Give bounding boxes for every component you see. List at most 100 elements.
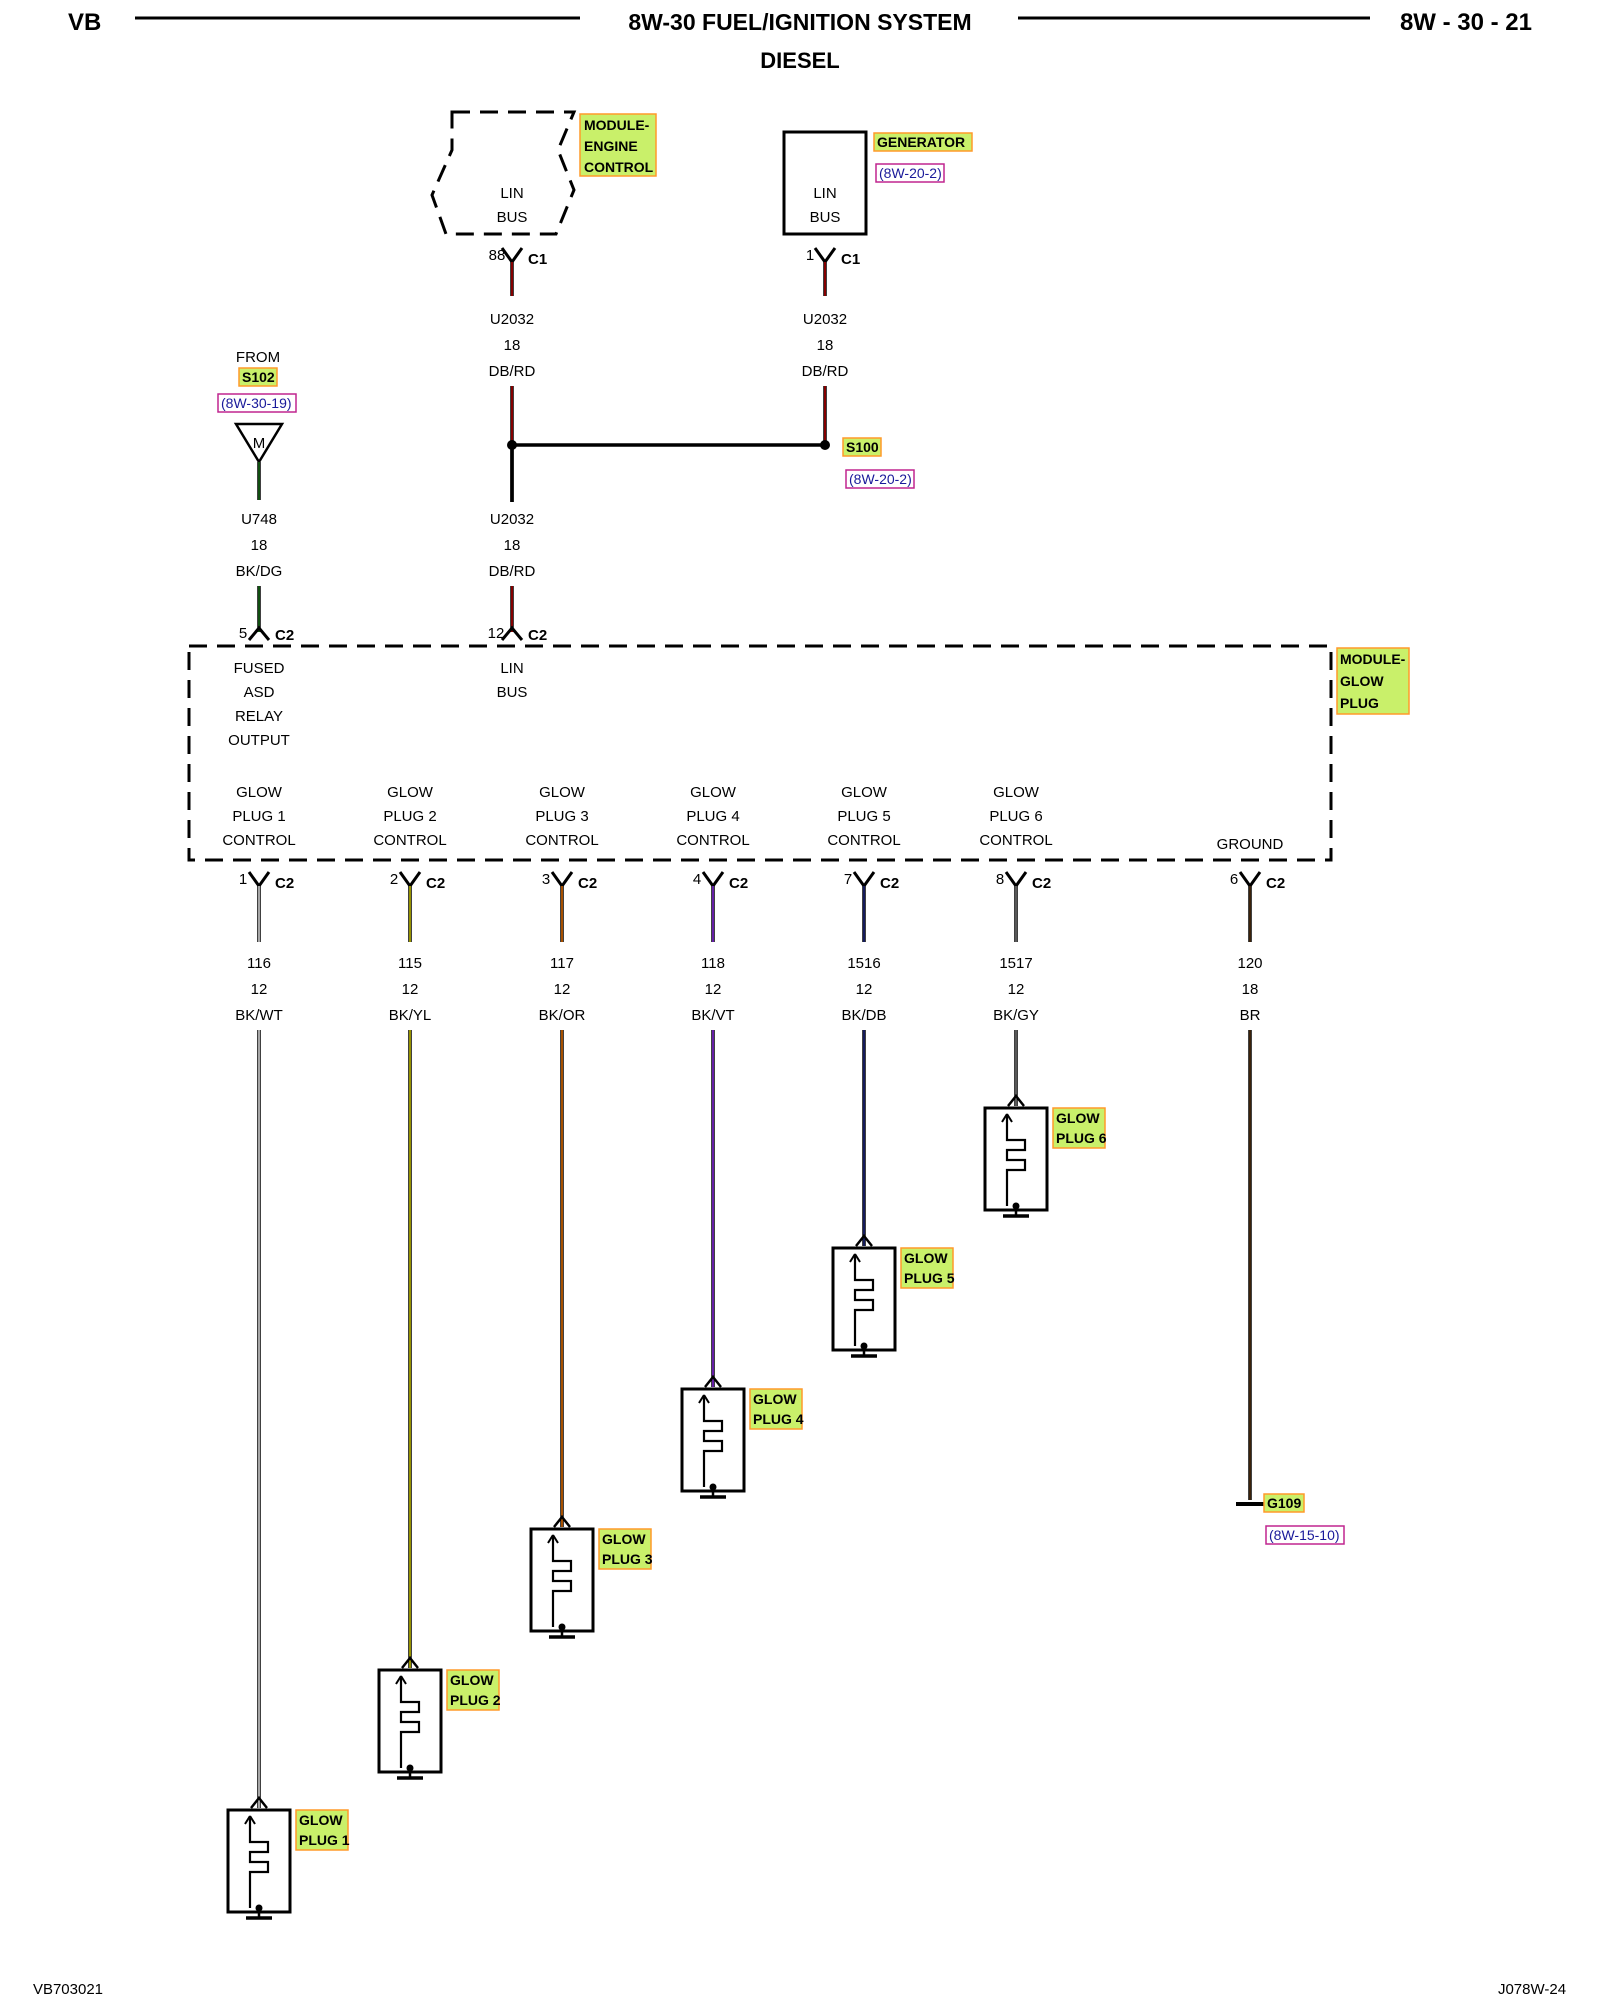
output-conn-1: C2 — [275, 875, 294, 892]
plug-name-2-3: PLUG 3 — [602, 1551, 653, 1567]
asd-wire-gauge: 18 — [251, 537, 268, 554]
output-wire-gauge-1: 12 — [251, 981, 268, 998]
g109-ref[interactable]: (8W-15-10) — [1269, 1527, 1340, 1543]
output-pin-4: 4 — [693, 871, 701, 888]
splice-s100[interactable]: S100 (8W-20-2) — [507, 437, 915, 489]
plug-label-box-5 — [900, 1247, 954, 1289]
output-label-3-3: CONTROL — [525, 832, 598, 849]
engine-control-module[interactable]: MODULE- ENGINE CONTROL LIN BUS — [430, 110, 657, 236]
ecm-name-3: CONTROL — [584, 159, 654, 175]
output-connector-5[interactable] — [852, 871, 876, 889]
plug-name-1-4: GLOW — [753, 1391, 797, 1407]
generator-connector-id: C1 — [841, 251, 860, 268]
plug-label-box-2 — [446, 1669, 500, 1711]
plug-label-box-1 — [295, 1809, 349, 1851]
output-wire-color-3: BK/OR — [539, 1007, 586, 1024]
asd-wire-color: BK/DG — [236, 563, 283, 580]
glow-module-name-3: PLUG — [1340, 695, 1379, 711]
output-connector-2[interactable] — [398, 871, 422, 889]
ecm-connector-id: C1 — [528, 251, 547, 268]
generator-ref[interactable]: (8W-20-2) — [879, 165, 942, 181]
heater-element-5 — [853, 1254, 875, 1346]
output-wire-circuit-3: 117 — [550, 955, 574, 972]
g109-label-box — [1263, 1493, 1305, 1513]
asd-wire[interactable]: U748 18 BK/DG — [236, 462, 283, 632]
output-connector-6[interactable] — [1004, 871, 1028, 889]
output-pin-6: 8 — [996, 871, 1004, 888]
generator-connector[interactable]: 1 C1 — [806, 247, 860, 268]
plug-connector-2[interactable] — [401, 1655, 419, 1669]
ecm-wire-color: DB/RD — [489, 363, 536, 380]
terminal-arrow-5 — [849, 1253, 861, 1263]
output-label-1-3: CONTROL — [222, 832, 295, 849]
plug-connector-1[interactable] — [250, 1795, 268, 1809]
ground-wire[interactable]: 120 18 BR — [1237, 886, 1263, 1500]
bus-wire-circuit: U2032 — [490, 511, 534, 528]
ecm-name-1: MODULE- — [584, 117, 650, 133]
output-label-2-3: CONTROL — [373, 832, 446, 849]
page-title: 8W-30 FUEL/IGNITION SYSTEM — [628, 9, 971, 35]
output-label-4-3: CONTROL — [676, 832, 749, 849]
generator-lin-wire[interactable]: U2032 18 DB/RD — [802, 262, 849, 445]
glow-plug-module[interactable]: MODULE- GLOW PLUG FUSED ASD RELAY OUTPUT… — [187, 644, 1410, 862]
glow-module-asd-connector[interactable]: 5 C2 — [239, 625, 294, 644]
generator-ref-box — [875, 163, 945, 183]
plug-label-box-3 — [598, 1528, 652, 1570]
s102-ref-box — [217, 393, 297, 413]
plug-name-1-6: GLOW — [1056, 1110, 1100, 1126]
ecm-connector[interactable]: 88 C1 — [489, 247, 548, 268]
output-wire-gauge-4: 12 — [705, 981, 722, 998]
output-wire-circuit-6: 1517 — [999, 955, 1032, 972]
output-label-6-1: GLOW — [993, 784, 1040, 801]
plug-name-2-6: PLUG 6 — [1056, 1130, 1107, 1146]
output-label-2-2: PLUG 2 — [383, 808, 436, 825]
output-label-5-2: PLUG 5 — [837, 808, 890, 825]
plug-connector-5[interactable] — [855, 1233, 873, 1247]
ground-connector[interactable]: 6 C2 — [1230, 871, 1285, 892]
generator[interactable]: LIN BUS GENERATOR (8W-20-2) — [782, 130, 973, 236]
ecm-label-box — [579, 113, 657, 177]
output-label-3-2: PLUG 3 — [535, 808, 588, 825]
glow-plug-5[interactable] — [831, 1246, 897, 1352]
generator-wire-color: DB/RD — [802, 363, 849, 380]
from-s102[interactable]: FROM S102 (8W-30-19) M — [217, 349, 297, 465]
lin-label-1: LIN — [500, 660, 523, 677]
plug-label-box-6 — [1052, 1107, 1106, 1149]
generator-label-box — [873, 132, 973, 152]
ecm-pin-label-2: BUS — [497, 209, 528, 226]
plug-connector-4[interactable] — [704, 1374, 722, 1388]
s100-label-box — [842, 437, 882, 457]
plug-name-1-2: GLOW — [450, 1672, 494, 1688]
terminal-arrow-3 — [547, 1534, 559, 1544]
glow-module-lin-connector[interactable]: 12 C2 — [488, 625, 548, 644]
plug-connector-6[interactable] — [1007, 1093, 1025, 1107]
s102-ref[interactable]: (8W-30-19) — [221, 395, 292, 411]
output-connector-1[interactable] — [247, 871, 271, 889]
output-connector-3[interactable] — [550, 871, 574, 889]
ground-label: GROUND — [1217, 836, 1284, 853]
lin-label-2: BUS — [497, 684, 528, 701]
s102-label-box — [238, 367, 278, 387]
ground-g109[interactable]: G109 (8W-15-10) — [1236, 1493, 1345, 1545]
output-label-6-2: PLUG 6 — [989, 808, 1042, 825]
plug-name-1-5: GLOW — [904, 1250, 948, 1266]
heater-element-3 — [551, 1535, 573, 1627]
output-wire-gauge-5: 12 — [856, 981, 873, 998]
from-triangle — [233, 422, 285, 465]
output-label-3-1: GLOW — [539, 784, 586, 801]
s100-ref[interactable]: (8W-20-2) — [849, 471, 912, 487]
lin-connector-id: C2 — [528, 627, 547, 644]
bus-wire-to-glow-module[interactable]: U2032 18 DB/RD — [489, 445, 536, 632]
plug-connector-3[interactable] — [553, 1514, 571, 1528]
header-left: VB — [68, 9, 101, 36]
output-conn-6: C2 — [1032, 875, 1051, 892]
generator-wire-circuit: U2032 — [803, 311, 847, 328]
output-connector-4[interactable] — [701, 871, 725, 889]
